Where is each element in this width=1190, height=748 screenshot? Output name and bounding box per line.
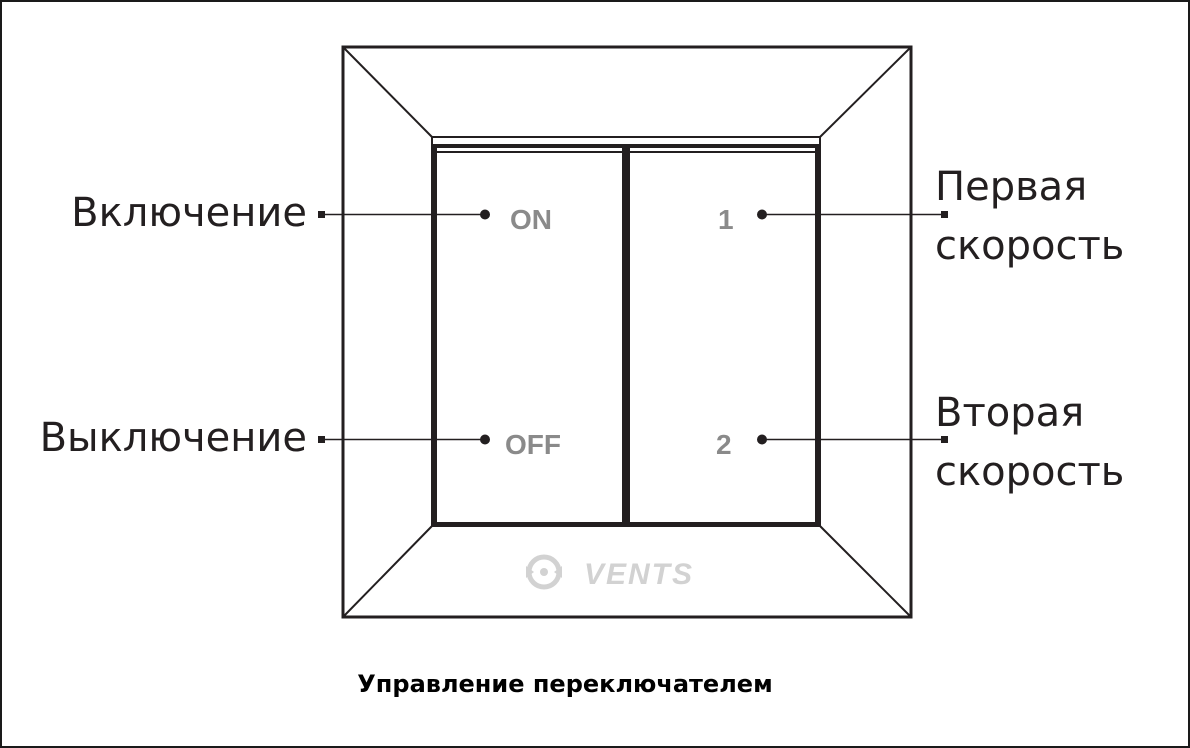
- diagram-caption: Управление переключателем: [357, 670, 773, 698]
- bevel-line-top-right: [819, 46, 912, 138]
- switch-outer-frame: [341, 45, 913, 619]
- bevel-line-bottom-left: [342, 525, 433, 618]
- on-label: ON: [510, 204, 552, 235]
- rocker-button-on-off[interactable]: [433, 144, 626, 526]
- vents-logo: VENTS: [526, 554, 694, 591]
- on-description: Включение: [71, 190, 307, 236]
- bevel-line-bottom-right: [819, 525, 912, 618]
- leader-line-on: [318, 209, 490, 220]
- bevel-line-top-left: [342, 46, 433, 138]
- leader-line-speed-2: [757, 434, 948, 445]
- off-description: Выключение: [40, 415, 307, 461]
- speed-2-description-line-2: скорость: [935, 449, 1124, 495]
- fan-icon: [526, 554, 562, 590]
- speed-1-label: 1: [718, 204, 734, 235]
- leader-line-off: [318, 434, 490, 445]
- brand-wordmark: VENTS: [584, 558, 694, 591]
- rocker-button-speed[interactable]: [626, 144, 819, 526]
- leader-line-speed-1: [757, 209, 948, 220]
- speed-1-description-line-1: Первая: [935, 164, 1087, 210]
- speed-1-description-line-2: скорость: [935, 223, 1124, 269]
- off-label: OFF: [505, 429, 561, 460]
- speed-2-label: 2: [716, 429, 732, 460]
- speed-2-description-line-1: Вторая: [935, 390, 1084, 436]
